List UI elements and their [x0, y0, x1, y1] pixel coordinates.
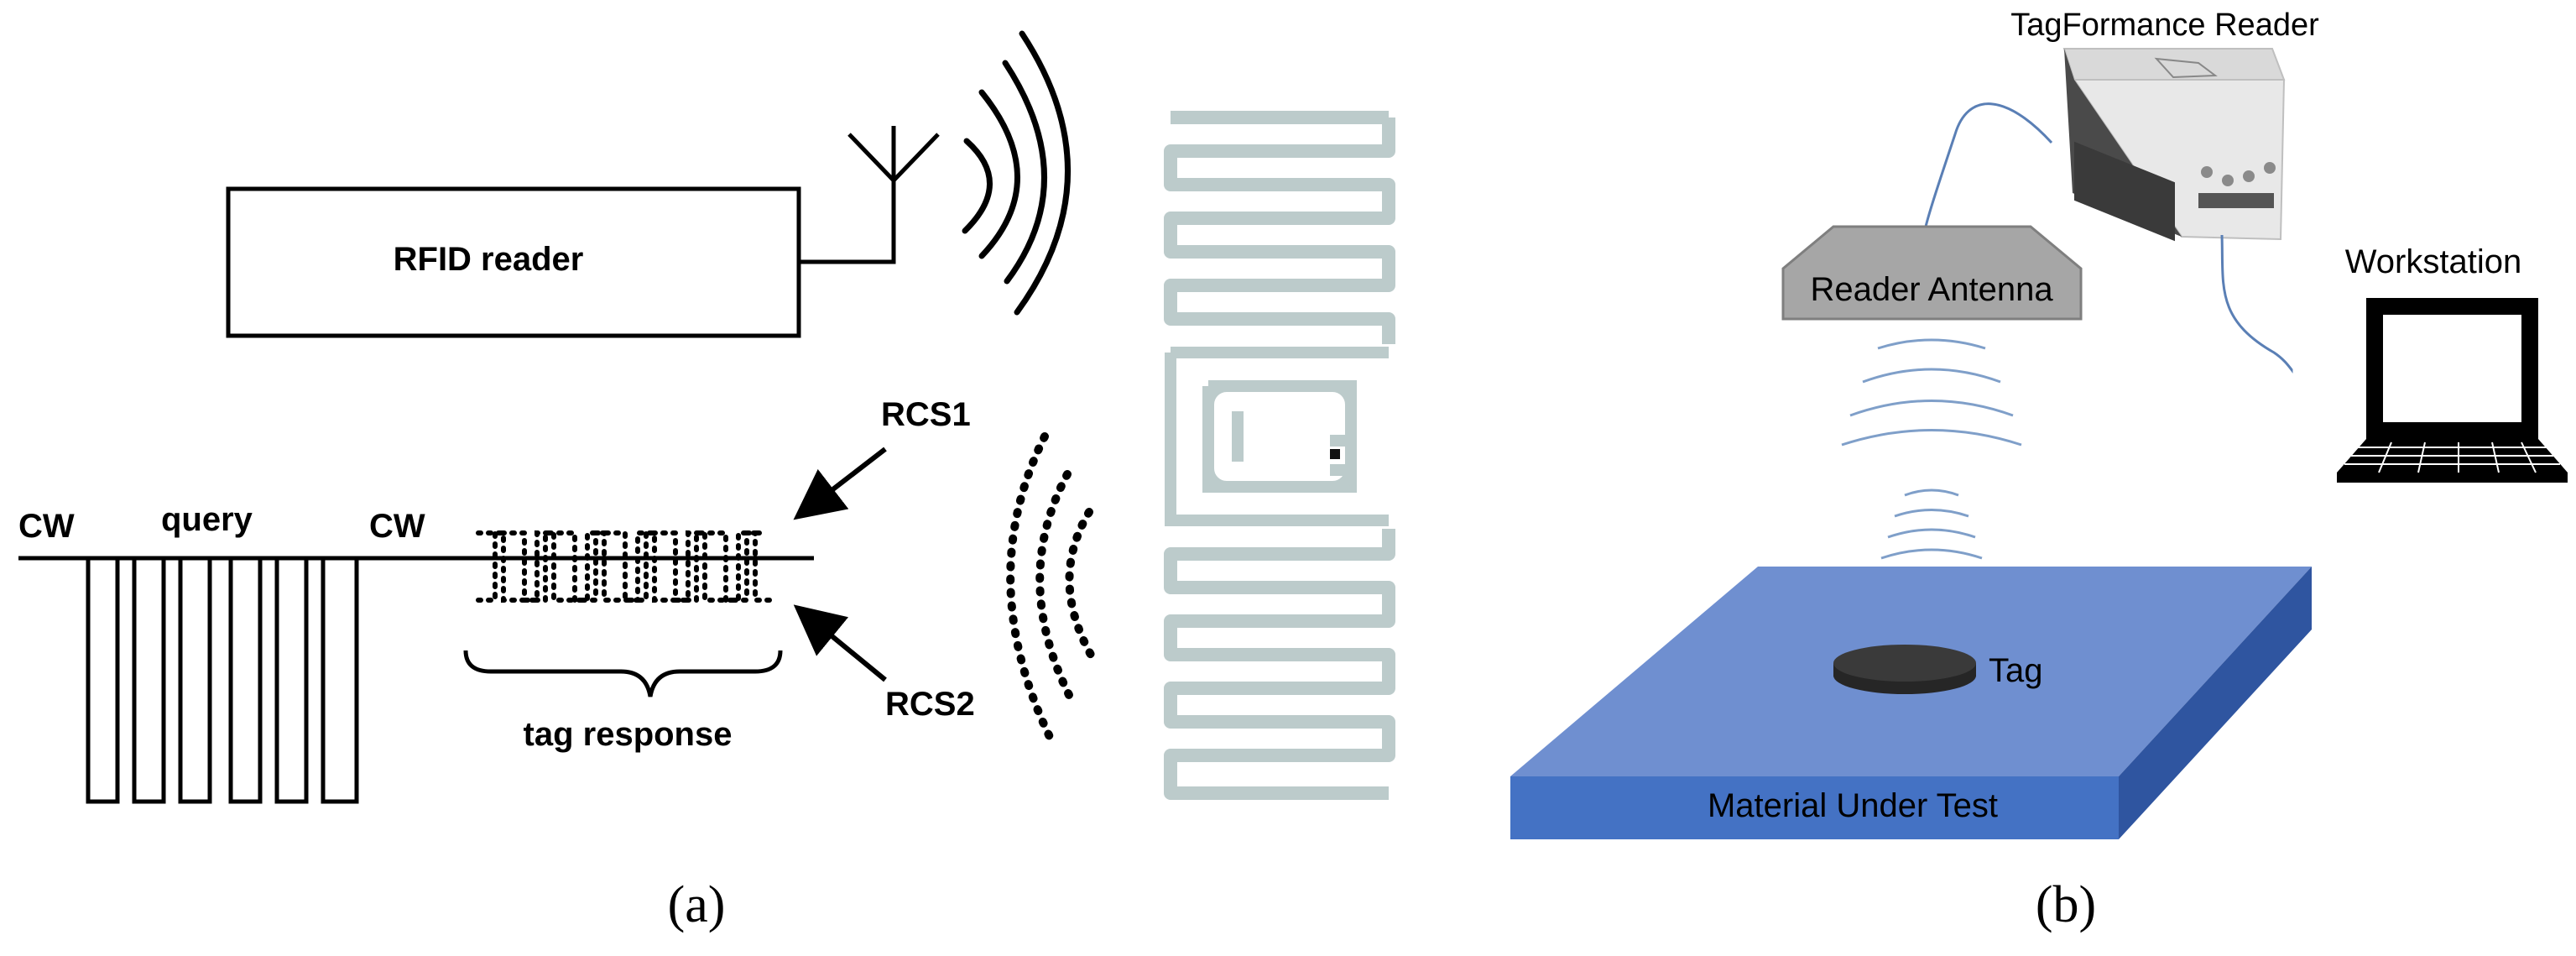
rfid-reader-label: RFID reader: [394, 241, 584, 278]
panel-a: RFID reader: [18, 30, 1395, 933]
tag-chip: [1330, 449, 1340, 459]
tag-response-label: tag response: [524, 716, 733, 753]
tag-response-brace: [463, 650, 783, 697]
query-label: query: [161, 501, 253, 538]
workstation-laptop-icon: [2292, 283, 2576, 494]
tag-meander-antenna-lower: [1164, 529, 1395, 800]
tagformance-reader-device: [2062, 48, 2286, 242]
rcs1-arrow: [793, 447, 887, 520]
rfid-tag-inlay: [1164, 111, 1395, 800]
tag-disk-icon: [1833, 645, 1976, 694]
panel-a-caption: (a): [668, 876, 726, 933]
panel-b: TagFormance Reader Reader Antenna: [1510, 8, 2576, 933]
rcs1-label: RCS1: [881, 396, 971, 433]
material-under-test-label: Material Under Test: [1708, 787, 1998, 824]
workstation-label: Workstation: [2345, 243, 2521, 280]
antenna-waves-icon: [1841, 338, 2022, 560]
reader-emission-waves-icon: [962, 30, 1071, 316]
rcs2-arrow: [793, 604, 887, 682]
tag-meander-antenna: [1164, 111, 1395, 344]
query-pulse-train: [86, 556, 359, 804]
reader-antenna-icon: [799, 126, 940, 264]
reader-antenna-shape: [1781, 225, 2083, 321]
cw-right-label: CW: [369, 508, 425, 545]
cable-reader-to-antenna: [1924, 102, 2053, 227]
tag-label: Tag: [1989, 652, 2043, 689]
tag-response-waveform: [476, 530, 774, 603]
panel-b-caption: (b): [2036, 876, 2096, 933]
tag-backscatter-waves-icon: [1006, 432, 1095, 743]
reader-antenna-label: Reader Antenna: [1810, 271, 2053, 308]
cw-left-label: CW: [18, 508, 75, 545]
rcs2-label: RCS2: [885, 686, 975, 723]
tag-loop-inner: [1202, 380, 1357, 493]
tagformance-reader-label: TagFormance Reader: [2010, 8, 2319, 43]
